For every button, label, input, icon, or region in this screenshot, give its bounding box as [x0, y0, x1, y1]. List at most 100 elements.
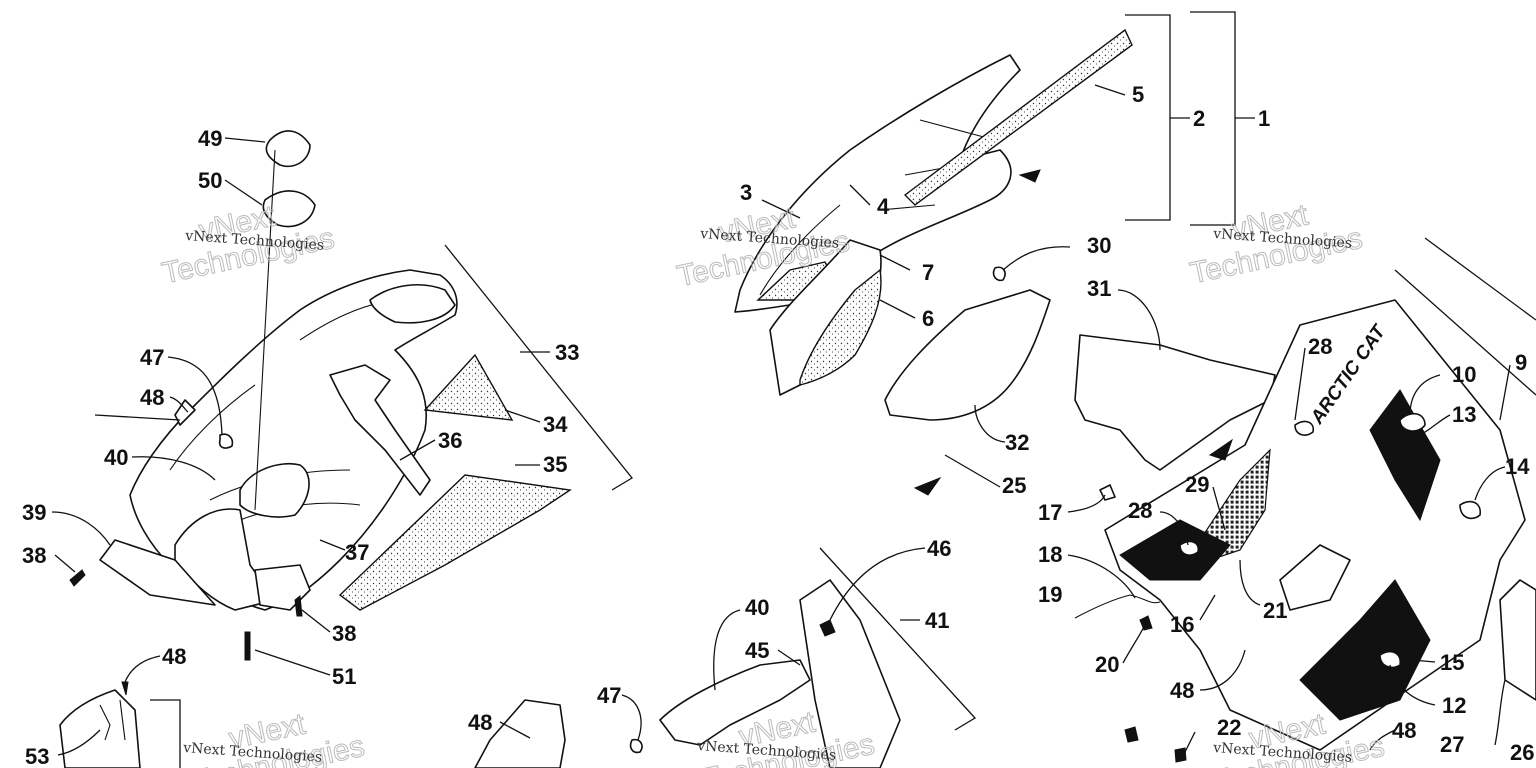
leader-45	[777, 649, 801, 666]
leader-28a	[1294, 347, 1306, 421]
callout-label: 30	[1087, 233, 1111, 258]
fastener-22	[1174, 747, 1187, 763]
lower-left-panel	[59, 681, 181, 768]
callout-label: 46	[927, 536, 951, 561]
callout-label: 48	[140, 385, 164, 410]
callout-label: 10	[1452, 362, 1476, 387]
fastener-20	[1139, 615, 1153, 631]
group-bracket-33	[444, 244, 633, 491]
windshield-assembly	[734, 28, 1133, 396]
fastener-40	[218, 433, 234, 449]
leader-16	[1199, 594, 1216, 621]
callout-label: 15	[1440, 650, 1464, 675]
bottom-middle-assembly	[474, 547, 977, 768]
callout-label: 2	[1193, 106, 1205, 131]
leader-32	[974, 404, 1006, 443]
callout-label: 22	[1217, 715, 1241, 740]
arrow-marker-a	[913, 476, 942, 496]
screw-48c	[1124, 726, 1139, 743]
windshield-seal-strip	[903, 28, 1133, 206]
leader-3	[761, 199, 801, 219]
leader-7	[879, 254, 911, 271]
hood-assembly	[69, 130, 633, 661]
arrow-marker-b	[1208, 438, 1233, 461]
leader-17	[1067, 494, 1106, 513]
assembly-axis	[254, 149, 276, 511]
callout-label: 4	[877, 194, 890, 219]
wire-19	[1074, 594, 1161, 619]
callout-label: 13	[1452, 402, 1476, 427]
leader-39	[51, 511, 111, 546]
callout-label: 39	[22, 500, 46, 525]
leader-25	[944, 454, 1001, 488]
bezel-graphic-dark	[1119, 519, 1231, 581]
callout-label: 14	[1505, 454, 1530, 479]
leader-14	[1474, 466, 1506, 501]
panel-53	[59, 689, 141, 768]
callout-label: 41	[925, 608, 949, 633]
frame-31	[1074, 334, 1276, 471]
side-panel-26	[1499, 579, 1536, 701]
screw-48a	[121, 681, 129, 696]
leader-38b	[301, 609, 331, 633]
callout-label: 51	[332, 664, 356, 689]
callout-label: 48	[468, 710, 492, 735]
leader-9	[1499, 364, 1511, 421]
leader-48b	[1199, 649, 1246, 691]
callout-label: 5	[1132, 82, 1144, 107]
callout-label: 36	[438, 428, 462, 453]
leader-22	[1184, 731, 1196, 753]
leader-50	[224, 179, 263, 206]
callout-label: 34	[543, 412, 568, 437]
decal-graphic-13	[1369, 389, 1441, 522]
callout-label: 7	[922, 260, 934, 285]
group-bracket-52	[150, 699, 181, 768]
group-bracket-9	[1394, 237, 1536, 396]
gasket-49	[265, 130, 311, 167]
decal-graphic-15	[1299, 579, 1431, 721]
nose-assembly: ARCTIC CAT	[884, 237, 1536, 763]
callout-label: 40	[745, 595, 769, 620]
callout-label: 28	[1128, 498, 1152, 523]
leader-30	[1002, 246, 1071, 271]
callout-label: 47	[597, 683, 621, 708]
leader-28b	[1159, 511, 1189, 546]
callout-label: 18	[1038, 542, 1062, 567]
trim-10	[1399, 412, 1426, 432]
leader-48-line	[94, 414, 181, 421]
leader-10	[1409, 374, 1441, 416]
trim-45	[659, 659, 811, 746]
side-panel-seal	[799, 268, 882, 386]
leader-40b	[713, 609, 741, 691]
callout-label: 38	[332, 621, 356, 646]
badge-plate	[1279, 544, 1351, 611]
leader-49	[224, 137, 266, 143]
insulation-pad-34	[423, 353, 514, 421]
leader-13	[1419, 414, 1451, 436]
hood-insulation-strip	[329, 364, 431, 496]
trim-28a	[1294, 420, 1315, 436]
callout-label: 17	[1038, 500, 1062, 525]
leader-38	[54, 554, 76, 573]
leader-15	[1411, 659, 1436, 663]
leader-46	[829, 547, 926, 621]
leader-48e	[1369, 729, 1396, 751]
plate-50	[262, 190, 316, 228]
leader-48d	[499, 721, 531, 739]
leader-27	[1494, 679, 1506, 746]
grommet-30	[992, 266, 1006, 282]
leader-37	[319, 539, 346, 551]
leader-48	[169, 396, 189, 413]
mount-clip	[1018, 169, 1041, 183]
leader-34	[504, 409, 541, 423]
clip-46	[819, 619, 836, 637]
leader-29	[1212, 486, 1226, 531]
callout-label: 50	[198, 168, 222, 193]
leader-21	[1239, 559, 1261, 606]
trim-28b	[1179, 540, 1200, 556]
leader-31	[1117, 289, 1161, 351]
trim-14	[1459, 500, 1481, 520]
callout-label: 48	[162, 644, 186, 669]
leader-47	[167, 356, 223, 436]
leader-40	[131, 456, 216, 481]
